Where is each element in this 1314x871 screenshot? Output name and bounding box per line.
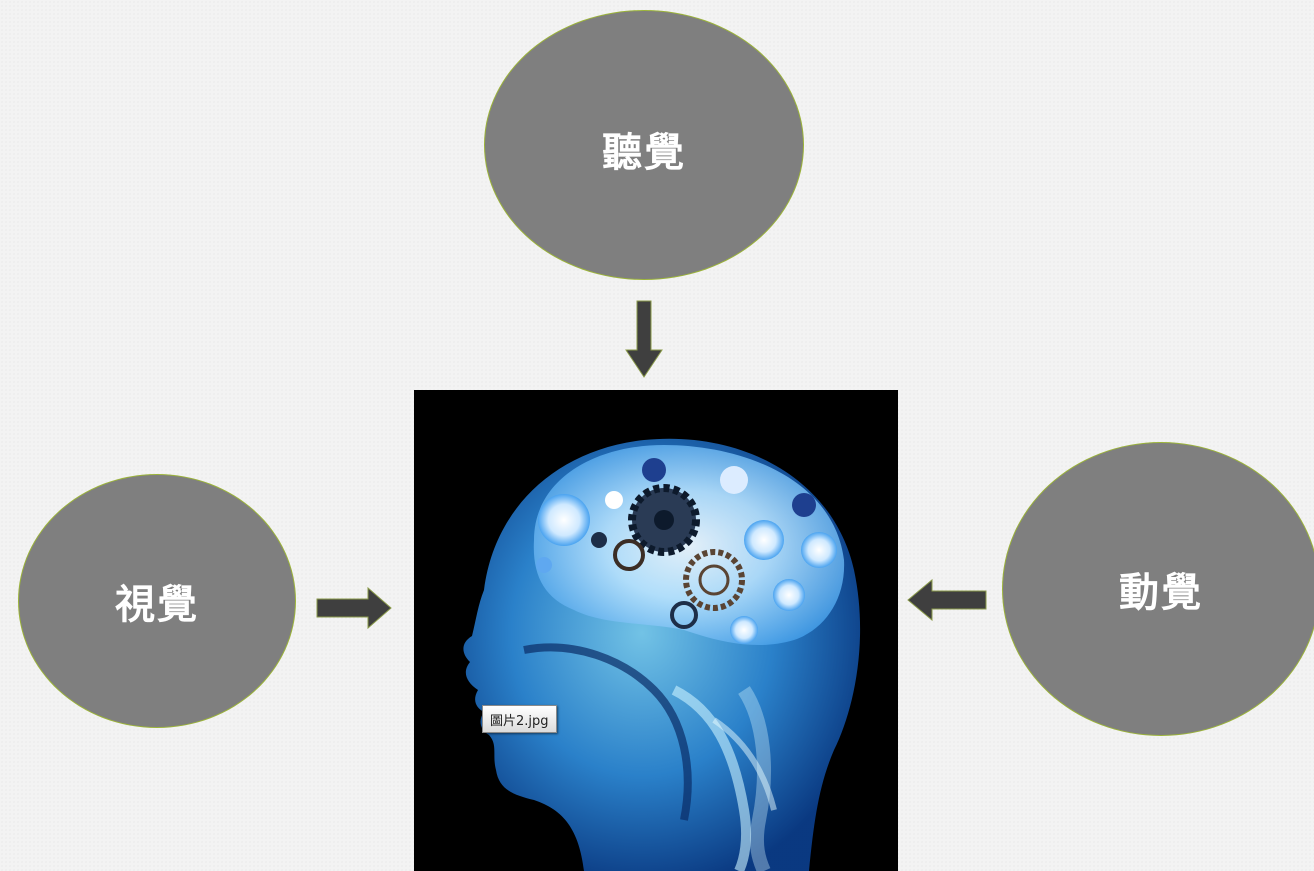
visual-bubble[interactable]: 視覺 xyxy=(18,474,296,728)
image-filename-tooltip: 圖片2.jpg xyxy=(482,705,557,733)
tooltip-text: 圖片2.jpg xyxy=(490,713,549,729)
brain-gears-image[interactable] xyxy=(414,390,898,871)
visual-label: 視覺 xyxy=(115,582,199,628)
brain-xray-illustration xyxy=(414,390,898,871)
auditory-label: 聽覺 xyxy=(602,130,686,176)
arrow-right-icon[interactable] xyxy=(316,586,392,630)
kinesthetic-bubble[interactable]: 動覺 xyxy=(1002,442,1314,736)
auditory-bubble[interactable]: 聽覺 xyxy=(484,10,804,280)
arrow-down-icon[interactable] xyxy=(625,300,663,378)
arrow-left-icon[interactable] xyxy=(907,578,987,622)
kinesthetic-label: 動覺 xyxy=(1119,570,1203,616)
